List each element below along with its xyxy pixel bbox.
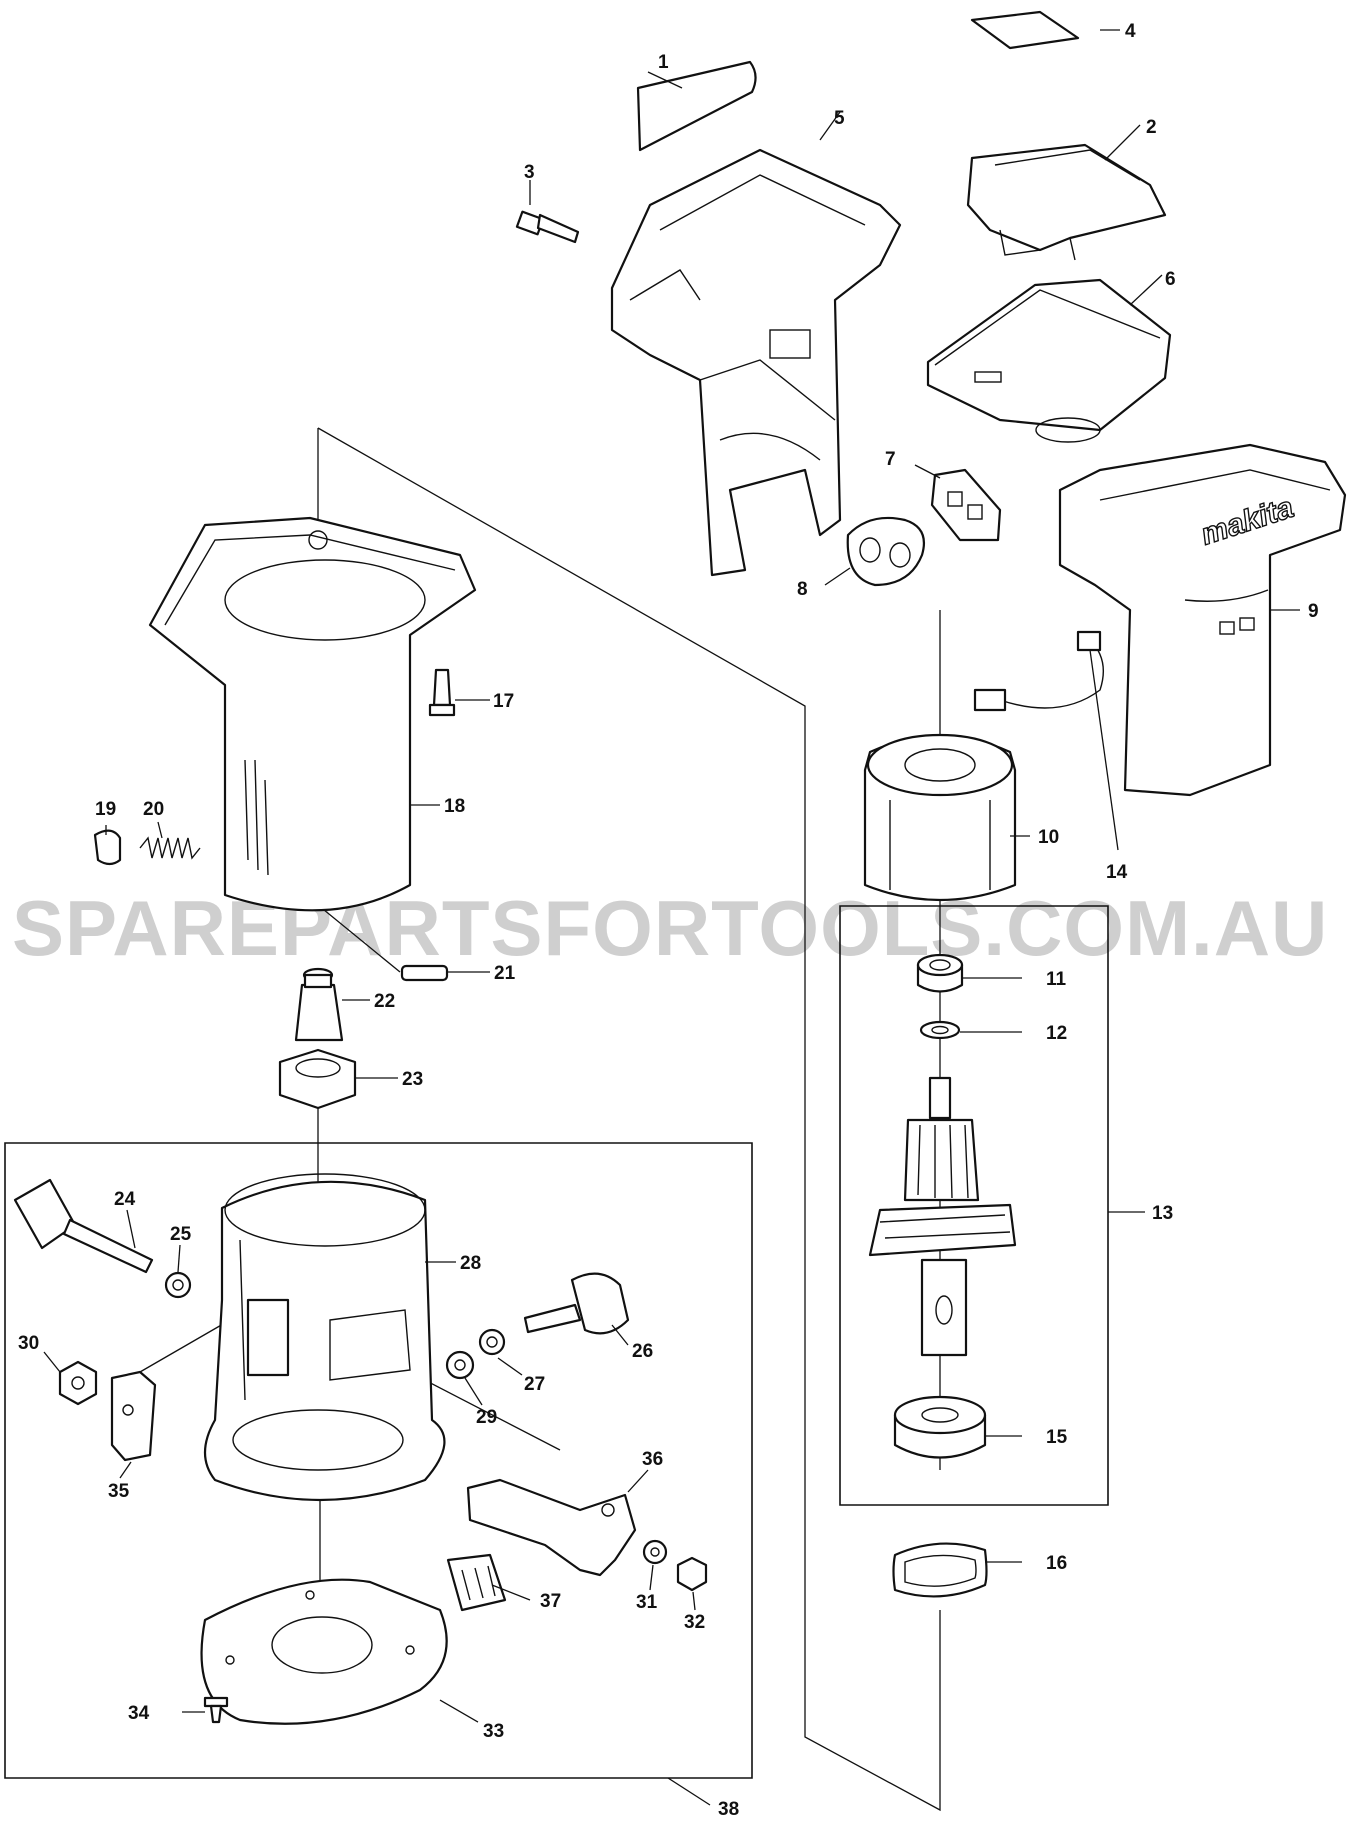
label-11: 11 (1046, 969, 1067, 990)
label-8: 8 (797, 579, 808, 600)
part-10-field-stator (863, 733, 1017, 902)
label-34: 34 (128, 1703, 150, 1724)
label-36: 36 (642, 1449, 663, 1470)
label-14: 14 (1106, 862, 1128, 883)
part-31-washer (642, 1539, 668, 1565)
part-20-spring (139, 836, 201, 860)
label-23: 23 (402, 1069, 423, 1090)
label-2: 2 (1146, 117, 1157, 138)
part-29-washer (445, 1350, 475, 1380)
part-19-cap (93, 829, 122, 866)
guide-line-housing (317, 427, 941, 1812)
part-22-collet-cone (294, 967, 344, 1042)
part-1-label-plate (636, 60, 757, 152)
label-9: 9 (1308, 601, 1319, 622)
part-16-rubber-ring (892, 1542, 988, 1598)
part-28-base-housing (204, 1173, 446, 1502)
label-20: 20 (143, 799, 164, 820)
part-4-name-plate (970, 10, 1080, 50)
label-22: 22 (374, 991, 395, 1012)
part-27-spring-washer (478, 1328, 506, 1356)
part-25-washer (164, 1271, 192, 1299)
label-30: 30 (18, 1333, 39, 1354)
part-9-handle-housing: makita (1058, 443, 1347, 797)
label-31: 31 (636, 1592, 658, 1613)
label-1: 1 (658, 52, 669, 73)
label-5: 5 (834, 108, 845, 129)
guide-line-bracket (139, 1319, 231, 1373)
part-5-motor-housing (610, 148, 902, 577)
part-34-flat-screw (203, 1696, 229, 1724)
part-14-lead-wire (973, 630, 1104, 712)
label-12: 12 (1046, 1023, 1067, 1044)
part-7-slide-switch (930, 468, 1002, 542)
base-assembly-box (4, 1142, 753, 1779)
leader-lines (43, 29, 1300, 1806)
part-13-armature (868, 1076, 1017, 1357)
label-25: 25 (170, 1224, 192, 1245)
part-26-adjusting-knob (523, 1272, 630, 1335)
label-19: 19 (95, 799, 116, 820)
part-35-clamp-bracket (110, 1370, 157, 1462)
label-33: 33 (483, 1721, 504, 1742)
part-17-screw (428, 668, 456, 717)
label-38: 38 (718, 1799, 739, 1820)
label-4: 4 (1125, 21, 1136, 42)
part-12-washer (919, 1020, 961, 1040)
label-16: 16 (1046, 1553, 1067, 1574)
label-10: 10 (1038, 827, 1059, 848)
label-28: 28 (460, 1253, 481, 1274)
part-24-knob-bolt (13, 1178, 154, 1274)
part-15-ball-bearing (893, 1395, 987, 1459)
label-21: 21 (494, 963, 516, 984)
label-27: 27 (524, 1374, 545, 1395)
label-17: 17 (493, 691, 514, 712)
part-8-rubber-grommet (846, 516, 926, 587)
part-32-hex-nut (676, 1556, 708, 1592)
label-13: 13 (1152, 1203, 1173, 1224)
label-32: 32 (684, 1612, 705, 1633)
watermark: SPAREPARTSFORTOOLS.COM.AU (12, 884, 1328, 972)
part-11-ball-bearing (916, 953, 964, 993)
label-15: 15 (1046, 1427, 1068, 1448)
part-33-base-plate (200, 1578, 448, 1725)
part-30-hex-nut (58, 1360, 98, 1406)
label-7: 7 (885, 449, 896, 470)
label-3: 3 (524, 162, 535, 183)
label-24: 24 (114, 1189, 136, 1210)
label-26: 26 (632, 1341, 653, 1362)
part-2-switch-holder (966, 143, 1167, 261)
label-18: 18 (444, 796, 465, 817)
armature-assembly-box (839, 905, 1109, 1506)
label-35: 35 (108, 1481, 130, 1502)
part-21-pin (400, 964, 449, 982)
part-36-clamp-lever (466, 1478, 637, 1577)
part-3-screw (515, 210, 580, 244)
label-6: 6 (1165, 269, 1176, 290)
part-18-motor-housing (148, 516, 477, 912)
label-29: 29 (476, 1407, 497, 1428)
label-37: 37 (540, 1591, 561, 1612)
part-23-collet-nut (278, 1048, 357, 1110)
part-37-rubber-pad (446, 1553, 507, 1612)
part-number-labels: 1 2 3 4 5 6 7 8 9 10 11 12 13 14 15 16 1… (18, 21, 1319, 1820)
part-6-controller-cover (926, 278, 1172, 443)
